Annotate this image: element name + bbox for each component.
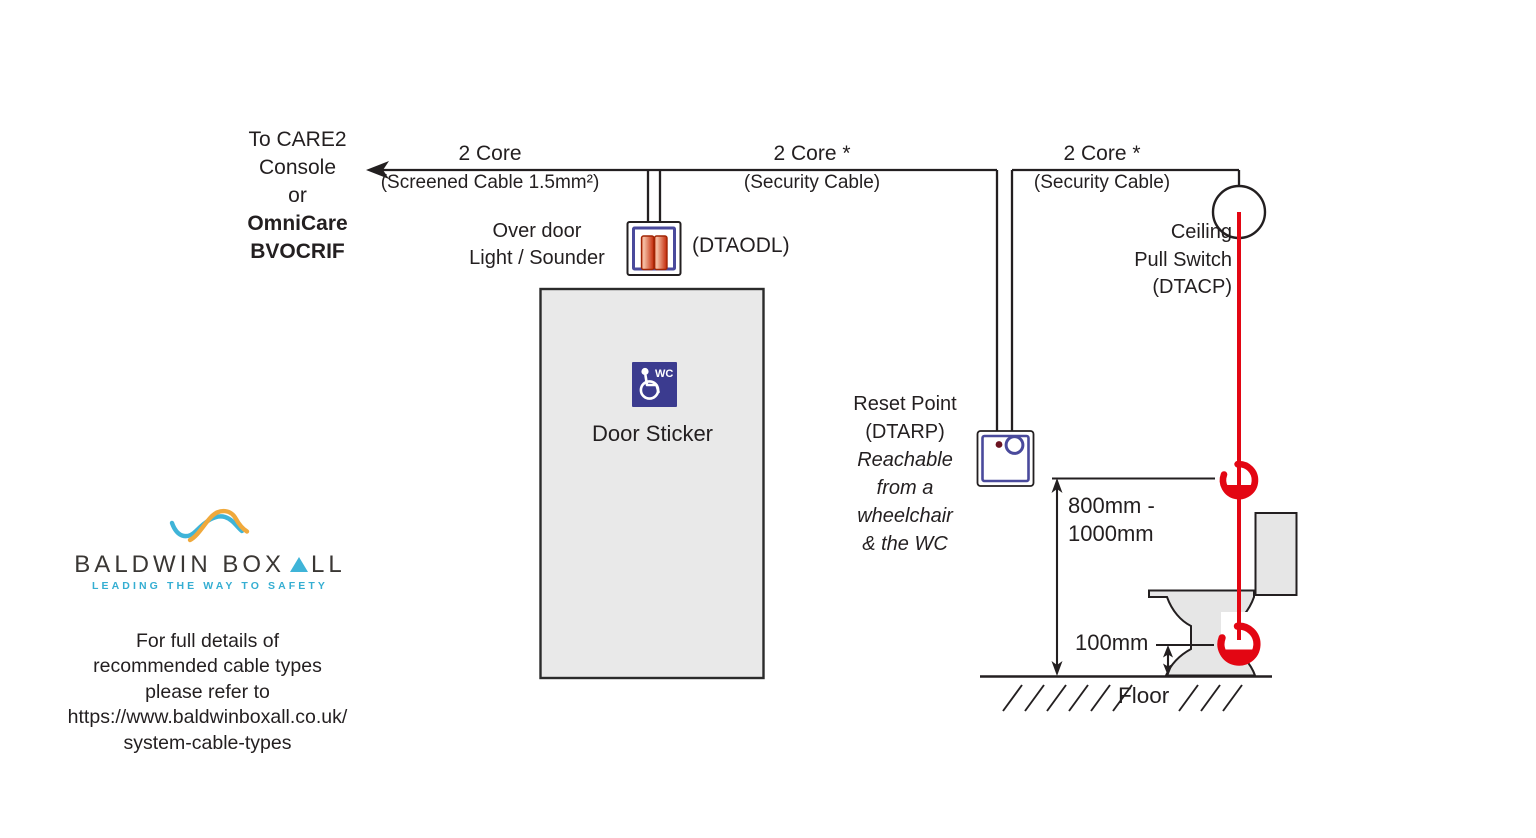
floor-hatching	[1002, 684, 1243, 712]
door-sticker-label: Door Sticker	[591, 421, 714, 446]
logo-wordmark: BALDWIN BOX LL	[70, 551, 350, 579]
cable-left-spec: (Screened Cable 1.5mm²)	[380, 172, 600, 193]
logo-triangle-icon	[290, 557, 308, 572]
ceiling-switch-line-1: Ceiling	[1170, 221, 1232, 243]
note-line-1: For full details of	[135, 630, 280, 652]
door-rectangle	[539, 287, 765, 680]
arrowhead-left-icon	[366, 161, 389, 179]
pull-height-dimension-label: 800mm - 1000mm	[1068, 492, 1155, 548]
overdoor-label-line-1: Over door	[492, 220, 582, 242]
handle-height-dimension-label: 100mm	[1075, 630, 1149, 655]
cable-label-mid: 2 Core * (Security Cable)	[729, 139, 895, 197]
dimension-100mm	[1156, 643, 1214, 676]
logo-name-after: LL	[311, 551, 346, 578]
cable-right-spec: (Security Cable)	[1033, 172, 1171, 193]
overdoor-light-label: Over door Light / Sounder	[457, 218, 617, 272]
ceiling-switch-line-2: Pull Switch	[1134, 248, 1232, 271]
cable-label-right: 2 Core * (Security Cable)	[1019, 139, 1185, 197]
cable-mid-type: 2 Core *	[773, 142, 851, 165]
note-line-3: please refer to	[145, 680, 270, 703]
note-line-5: system-cable-types	[123, 731, 292, 754]
reset-button-icon	[1004, 435, 1025, 455]
ceiling-switch-label: Ceiling Pull Switch (DTACP)	[1090, 219, 1232, 302]
cable-run-to-reset-point	[995, 168, 1239, 432]
wc-sticker-icon: WC	[632, 362, 677, 407]
reset-point-label: Reset Point (DTARP) Reachable from a whe…	[830, 390, 980, 558]
reset-point-note-4: & the WC	[862, 533, 948, 555]
console-line-2: Console	[258, 156, 337, 179]
console-line-4: OmniCare	[247, 212, 348, 235]
console-line-1: To CARE2	[248, 128, 347, 151]
note-line-url: https://www.baldwinboxall.co.uk/	[67, 706, 348, 729]
cable-run-to-console	[366, 161, 997, 179]
cable-left-type: 2 Core	[458, 142, 522, 165]
cable-mid-spec: (Security Cable)	[743, 172, 881, 193]
reset-point-note-1: Reachable	[857, 449, 953, 471]
pull-handle-lower-icon	[1217, 622, 1261, 666]
reset-point-title: Reset Point	[853, 393, 957, 415]
cable-label-left: 2 Core (Screened Cable 1.5mm²)	[360, 139, 620, 197]
console-line-5: BVOCRIF	[250, 240, 345, 263]
overdoor-code-label: (DTAODL)	[692, 234, 790, 257]
cistern	[1254, 512, 1298, 596]
cable-details-note: For full details of recommended cable ty…	[36, 629, 379, 756]
pull-handle-upper-icon	[1219, 460, 1259, 500]
wc-sticker-text: WC	[655, 368, 673, 380]
logo-tagline: LEADING THE WAY TO SAFETY	[92, 580, 328, 592]
note-line-2: recommended cable types	[93, 655, 322, 678]
pull-height-line-2: 1000mm	[1068, 521, 1154, 546]
reset-point-code: (DTARP)	[865, 421, 945, 443]
cable-right-type: 2 Core *	[1063, 142, 1141, 165]
dimension-800-1000mm	[1051, 477, 1215, 676]
reset-point-note-2: from a	[876, 477, 934, 499]
console-destination-label: To CARE2 Console or OmniCare BVOCRIF	[230, 126, 365, 266]
pull-height-line-1: 800mm -	[1068, 493, 1155, 518]
overdoor-label-line-2: Light / Sounder	[469, 247, 605, 269]
console-line-3: or	[288, 184, 307, 207]
floor-label: Floor	[1118, 683, 1170, 708]
logo-name-before: BALDWIN BOX	[74, 551, 285, 578]
ceiling-switch-code: (DTACP)	[1152, 276, 1232, 298]
overdoor-light-stub-wires	[646, 170, 662, 224]
overdoor-light-icon	[626, 221, 682, 276]
reset-point-box	[976, 430, 1035, 487]
reset-led-icon	[995, 441, 1003, 448]
logo-wave-icon	[169, 508, 250, 543]
wheelchair-icon	[639, 367, 660, 400]
reset-point-note-3: wheelchair	[857, 505, 953, 527]
